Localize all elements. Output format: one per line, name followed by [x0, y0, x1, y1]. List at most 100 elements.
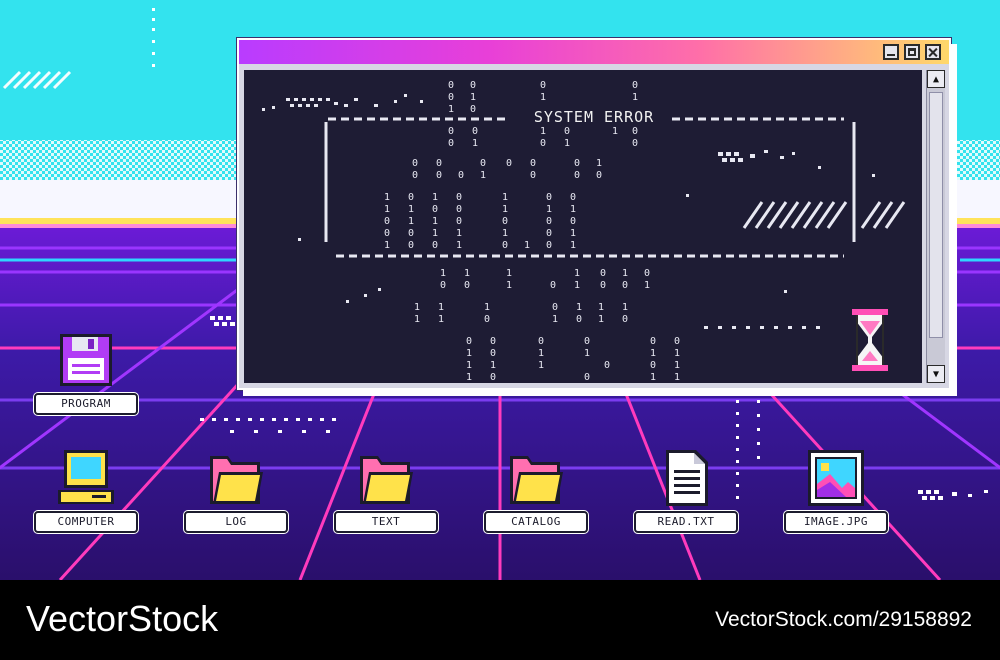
svg-text:1: 1: [466, 372, 472, 383]
folder-icon: [510, 456, 563, 504]
svg-text:0: 0: [530, 158, 536, 169]
svg-text:0: 0: [546, 216, 552, 227]
svg-text:0: 0: [584, 372, 590, 383]
svg-text:1: 1: [622, 302, 628, 313]
svg-text:1: 1: [470, 92, 476, 103]
maximize-button[interactable]: [904, 44, 920, 60]
svg-text:0: 0: [546, 192, 552, 203]
svg-text:0: 0: [570, 192, 576, 203]
svg-text:1: 1: [408, 204, 414, 215]
svg-text:1: 1: [440, 268, 446, 279]
svg-text:1: 1: [466, 360, 472, 371]
desktop-icon-computer[interactable]: COMPUTER: [34, 448, 138, 538]
svg-text:1: 1: [538, 348, 544, 359]
desktop-icon-image-jpg[interactable]: IMAGE.JPG: [784, 448, 888, 538]
scroll-up-button[interactable]: ▲: [927, 70, 945, 88]
svg-text:0: 0: [546, 228, 552, 239]
svg-text:0: 0: [490, 336, 496, 347]
svg-text:0: 0: [530, 170, 536, 181]
icon-label: IMAGE.JPG: [784, 511, 888, 533]
desktop-icon-read-txt[interactable]: READ.TXT: [634, 448, 738, 538]
svg-text:0: 0: [408, 228, 414, 239]
icon-label: PROGRAM: [34, 393, 138, 415]
svg-text:0: 0: [650, 360, 656, 371]
svg-text:1: 1: [502, 204, 508, 215]
svg-text:1: 1: [384, 240, 390, 251]
svg-text:1: 1: [438, 314, 444, 325]
svg-text:1: 1: [506, 280, 512, 291]
icon-label: LOG: [184, 511, 288, 533]
svg-text:1: 1: [456, 228, 462, 239]
svg-text:0: 0: [596, 170, 602, 181]
svg-text:0: 0: [436, 170, 442, 181]
svg-text:1: 1: [632, 92, 638, 103]
svg-text:0: 0: [458, 170, 464, 181]
svg-text:1: 1: [502, 228, 508, 239]
svg-text:0: 0: [574, 170, 580, 181]
svg-text:0: 0: [448, 126, 454, 137]
computer-icon: [58, 450, 114, 504]
svg-text:0: 0: [456, 216, 462, 227]
svg-text:0: 0: [644, 268, 650, 279]
svg-text:0: 0: [480, 158, 486, 169]
svg-text:1: 1: [650, 348, 656, 359]
svg-text:0: 0: [470, 80, 476, 91]
svg-text:0: 0: [470, 104, 476, 115]
svg-text:0: 0: [456, 192, 462, 203]
svg-text:1: 1: [564, 138, 570, 149]
desktop-icon-log[interactable]: LOG: [184, 448, 288, 538]
svg-text:1: 1: [570, 228, 576, 239]
svg-text:1: 1: [414, 314, 420, 325]
svg-text:1: 1: [472, 138, 478, 149]
svg-text:1: 1: [490, 360, 496, 371]
svg-text:0: 0: [502, 240, 508, 251]
svg-text:0: 0: [564, 126, 570, 137]
svg-text:1: 1: [598, 314, 604, 325]
svg-text:0: 0: [650, 336, 656, 347]
svg-text:1: 1: [480, 170, 486, 181]
window-titlebar[interactable]: [239, 40, 949, 64]
svg-text:1: 1: [612, 126, 618, 137]
svg-text:0: 0: [550, 280, 556, 291]
svg-text:1: 1: [384, 192, 390, 203]
scroll-thumb[interactable]: [929, 92, 943, 338]
icon-label: READ.TXT: [634, 511, 738, 533]
svg-text:1: 1: [552, 314, 558, 325]
svg-text:0: 0: [632, 126, 638, 137]
svg-text:0: 0: [384, 228, 390, 239]
svg-text:1: 1: [408, 216, 414, 227]
svg-text:0: 0: [574, 158, 580, 169]
svg-text:1: 1: [432, 228, 438, 239]
svg-text:1: 1: [546, 204, 552, 215]
icon-label: CATALOG: [484, 511, 588, 533]
svg-text:1: 1: [674, 372, 680, 383]
scroll-down-button[interactable]: ▼: [927, 365, 945, 383]
close-button[interactable]: [925, 44, 941, 60]
vertical-scrollbar[interactable]: ▲ ▼: [926, 70, 945, 383]
minimize-button[interactable]: [883, 44, 899, 60]
svg-text:1: 1: [622, 268, 628, 279]
desktop-icon-text[interactable]: TEXT: [334, 448, 438, 538]
desktop-icon-program[interactable]: PROGRAM: [34, 330, 138, 420]
svg-text:0: 0: [632, 138, 638, 149]
svg-text:0: 0: [674, 336, 680, 347]
svg-text:0: 0: [408, 240, 414, 251]
icon-label: COMPUTER: [34, 511, 138, 533]
svg-text:0: 0: [448, 92, 454, 103]
svg-text:1: 1: [506, 268, 512, 279]
svg-text:0: 0: [546, 240, 552, 251]
svg-text:0: 0: [570, 216, 576, 227]
svg-text:1: 1: [524, 240, 530, 251]
svg-text:1: 1: [464, 268, 470, 279]
svg-text:1: 1: [570, 204, 576, 215]
system-error-title: SYSTEM ERROR: [533, 108, 655, 126]
image-file-icon: [808, 450, 864, 506]
svg-text:0: 0: [484, 314, 490, 325]
svg-text:1: 1: [570, 240, 576, 251]
svg-text:1: 1: [584, 348, 590, 359]
desktop-icon-catalog[interactable]: CATALOG: [484, 448, 588, 538]
svg-text:0: 0: [440, 280, 446, 291]
